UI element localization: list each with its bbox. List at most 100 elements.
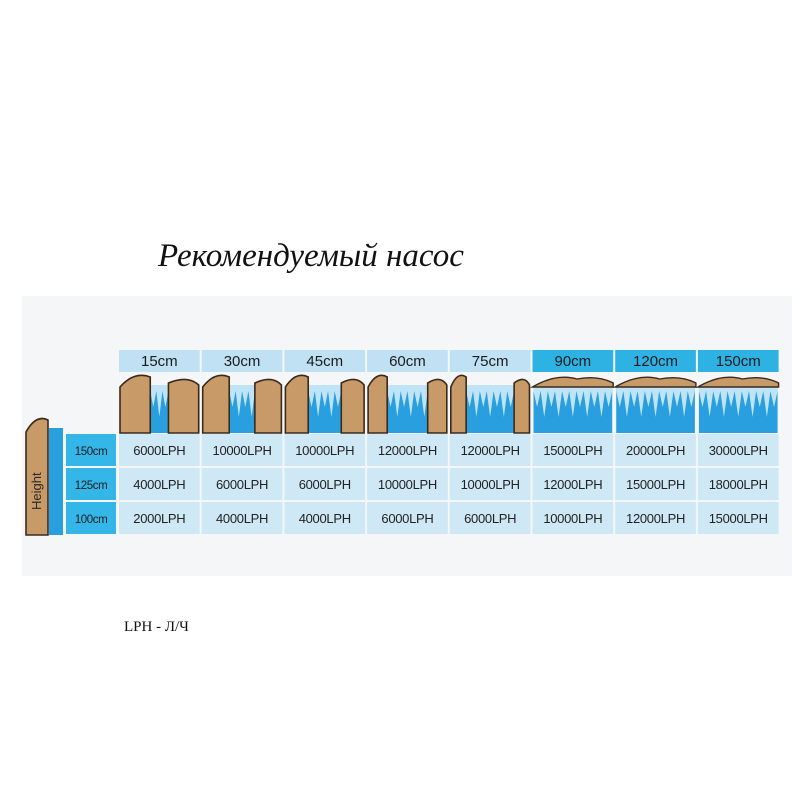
table-cell-bg bbox=[201, 434, 283, 466]
table-cell-bg bbox=[697, 468, 779, 500]
table-cell-bg bbox=[201, 502, 283, 534]
table-cell-bg bbox=[449, 502, 531, 534]
table-cell: 15000LPH bbox=[543, 443, 602, 458]
table-cell: 10000LPH bbox=[378, 477, 437, 492]
waterfall-icon bbox=[450, 374, 531, 434]
table-cell-bg bbox=[697, 502, 779, 534]
height-row-bg bbox=[66, 502, 116, 534]
table-cell: 10000LPH bbox=[213, 443, 272, 458]
table-cell: 18000LPH bbox=[709, 477, 768, 492]
waterfall-water bbox=[387, 385, 428, 433]
height-row-label: 125cm bbox=[75, 480, 108, 492]
rock-left bbox=[201, 374, 231, 434]
table-cell-bg bbox=[367, 434, 448, 466]
table-cell-bg bbox=[449, 468, 531, 500]
width-header-bg bbox=[449, 350, 531, 372]
table-cell-bg bbox=[284, 468, 366, 500]
width-header-label: 90cm bbox=[555, 353, 592, 370]
wall-water bbox=[49, 428, 63, 535]
waterfall-icon bbox=[367, 374, 448, 434]
table-cell-bg bbox=[697, 434, 779, 466]
width-header-label: 60cm bbox=[389, 353, 426, 370]
table-cell: 6000LPH bbox=[299, 477, 351, 492]
rock-right bbox=[167, 378, 200, 434]
width-header-bg bbox=[615, 350, 696, 372]
width-header-bg bbox=[532, 350, 614, 372]
rock-left bbox=[284, 374, 310, 434]
table-cell: 2000LPH bbox=[133, 511, 185, 526]
waterfall-foam bbox=[387, 385, 432, 417]
rock-ledge bbox=[529, 376, 614, 388]
table-cell-bg bbox=[284, 502, 366, 534]
waterfall-icon bbox=[201, 374, 283, 434]
table-cell-bg bbox=[367, 502, 448, 534]
rock-ledge bbox=[695, 376, 780, 388]
waterfall-foam bbox=[698, 385, 782, 417]
width-header-label: 30cm bbox=[224, 353, 261, 370]
table-cell: 12000LPH bbox=[543, 477, 602, 492]
waterfall-foam bbox=[308, 385, 345, 417]
rock-right bbox=[340, 378, 365, 434]
table-cell-bg bbox=[119, 468, 200, 500]
rock-wall bbox=[25, 417, 49, 536]
width-header-bg bbox=[119, 350, 200, 372]
rock-ledge bbox=[612, 376, 697, 388]
table-cell-bg bbox=[201, 468, 283, 500]
rock-left bbox=[119, 374, 152, 434]
table-cell-bg bbox=[284, 434, 366, 466]
table-cell-bg bbox=[119, 434, 200, 466]
table-cell: 6000LPH bbox=[464, 511, 516, 526]
width-header-label: 45cm bbox=[306, 353, 343, 370]
table-cell: 12000LPH bbox=[378, 443, 437, 458]
waterfall-icon bbox=[119, 374, 200, 434]
height-row-label: 100cm bbox=[75, 514, 108, 526]
rock-right bbox=[513, 378, 531, 434]
width-header-bg bbox=[697, 350, 779, 372]
width-header-bg bbox=[367, 350, 448, 372]
table-cell: 6000LPH bbox=[216, 477, 268, 492]
waterfall-icon bbox=[284, 374, 365, 434]
table-cell: 20000LPH bbox=[626, 443, 685, 458]
table-cell-bg bbox=[615, 502, 696, 534]
rock-right bbox=[254, 378, 283, 434]
rock-left bbox=[367, 374, 388, 434]
table-cell-bg bbox=[367, 468, 448, 500]
height-row-bg bbox=[66, 468, 116, 500]
width-header-label: 120cm bbox=[633, 353, 678, 370]
unit-note: LPH - Л/Ч bbox=[124, 619, 189, 635]
page-title: Рекомендуемый насос bbox=[158, 238, 464, 274]
waterfall-foam bbox=[229, 385, 259, 417]
waterfall-icon bbox=[529, 376, 616, 433]
width-header-label: 15cm bbox=[141, 353, 178, 370]
table-cell: 12000LPH bbox=[461, 443, 520, 458]
table-cell-bg bbox=[119, 502, 200, 534]
table-cell: 15000LPH bbox=[626, 477, 685, 492]
table-cell: 6000LPH bbox=[381, 511, 433, 526]
table-cell-bg bbox=[615, 434, 696, 466]
waterfall-icon bbox=[695, 376, 782, 433]
table-cell: 15000LPH bbox=[709, 511, 768, 526]
table-cell-bg bbox=[532, 434, 614, 466]
waterfall-foam bbox=[150, 385, 172, 417]
table-cell-bg bbox=[532, 468, 614, 500]
table-cell: 10000LPH bbox=[295, 443, 354, 458]
table-cell: 10000LPH bbox=[461, 477, 520, 492]
table-cell-bg bbox=[449, 434, 531, 466]
table-cell: 4000LPH bbox=[216, 511, 268, 526]
width-header-label: 150cm bbox=[716, 353, 761, 370]
height-row-label: 150cm bbox=[75, 446, 108, 458]
rock-right bbox=[426, 378, 448, 434]
rock-wall-icon: Height bbox=[25, 417, 63, 536]
table-cell: 4000LPH bbox=[299, 511, 351, 526]
table-cell-bg bbox=[615, 468, 696, 500]
table-cell: 30000LPH bbox=[709, 443, 768, 458]
table-cell: 4000LPH bbox=[133, 477, 185, 492]
width-header-bg bbox=[201, 350, 283, 372]
waterfall-foam bbox=[533, 385, 616, 417]
height-axis-label: Height bbox=[29, 472, 44, 510]
waterfall-foam bbox=[466, 385, 518, 417]
width-header-bg bbox=[284, 350, 366, 372]
waterfall-foam bbox=[616, 385, 699, 417]
width-header-label: 75cm bbox=[472, 353, 509, 370]
